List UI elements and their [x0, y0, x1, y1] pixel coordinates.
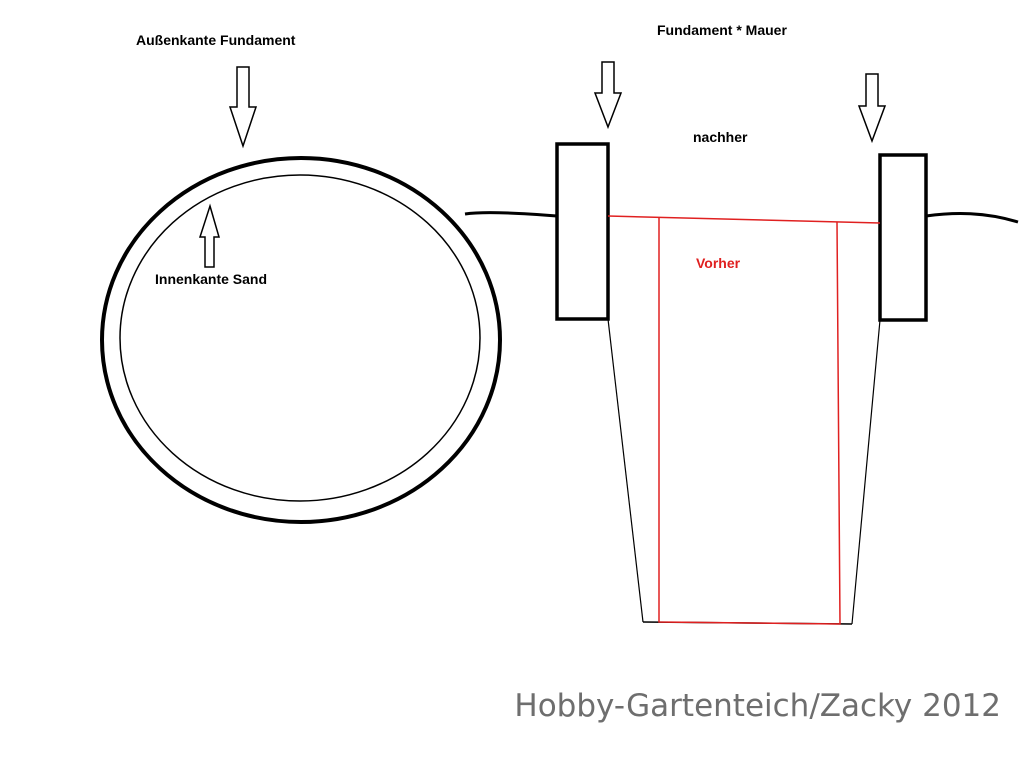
- label-foundation-wall: Fundament * Mauer: [657, 22, 787, 38]
- label-after: nachher: [693, 129, 748, 145]
- down-arrow-icon: [228, 66, 258, 149]
- pond-top-view: [100, 156, 502, 524]
- foundation-block-right: [878, 153, 928, 322]
- label-outer-edge: Außenkante Fundament: [136, 32, 296, 48]
- watermark: Hobby-Gartenteich/Zacky 2012: [514, 688, 1001, 724]
- label-before: Vorher: [696, 255, 741, 271]
- pond-profile-before: [607, 215, 881, 625]
- inner-sand-edge: [119, 174, 481, 502]
- foundation-block-left: [555, 142, 610, 321]
- down-arrow-icon: [593, 61, 623, 130]
- up-arrow-icon: [198, 203, 220, 268]
- outer-foundation-edge: [100, 156, 502, 524]
- down-arrow-icon: [857, 73, 887, 144]
- label-inner-edge: Innenkante Sand: [155, 271, 267, 287]
- ground-line-right: [925, 212, 1019, 224]
- ground-line-left: [464, 211, 558, 218]
